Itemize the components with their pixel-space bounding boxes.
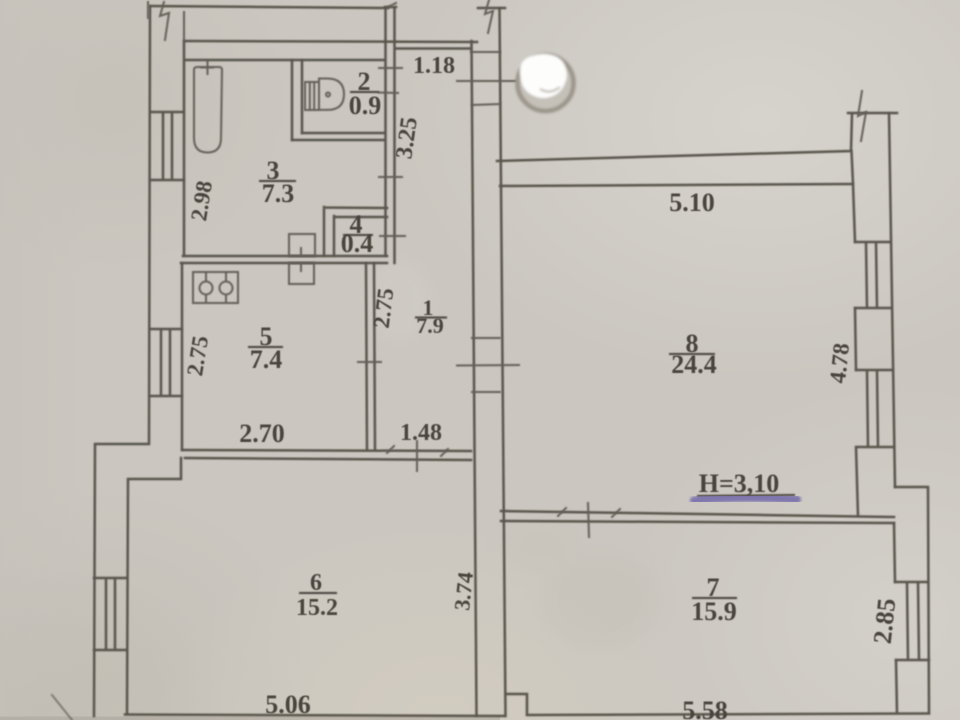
svg-text:7.4: 7.4 [250,345,283,374]
svg-text:1.18: 1.18 [413,53,455,79]
svg-text:8: 8 [686,329,699,358]
svg-text:5.06: 5.06 [265,690,311,719]
svg-text:0.9: 0.9 [349,91,382,120]
svg-text:3.74: 3.74 [449,571,478,612]
svg-text:7.3: 7.3 [262,179,295,208]
svg-text:2.85: 2.85 [868,597,902,645]
svg-text:5.10: 5.10 [669,188,715,217]
svg-text:7: 7 [707,573,720,602]
svg-text:H=3,10: H=3,10 [699,469,780,498]
svg-text:6: 6 [310,570,322,596]
svg-text:2.98: 2.98 [186,179,217,223]
svg-text:15.9: 15.9 [691,597,737,626]
svg-text:1: 1 [423,295,434,320]
svg-text:3: 3 [267,156,280,185]
svg-text:15.2: 15.2 [296,595,338,621]
svg-text:3.25: 3.25 [391,115,423,160]
svg-text:0.4: 0.4 [341,229,374,258]
svg-text:2.70: 2.70 [239,419,285,448]
svg-text:5.58: 5.58 [682,696,728,720]
svg-text:4: 4 [350,210,363,239]
svg-text:4.78: 4.78 [825,342,854,385]
svg-text:2.75: 2.75 [369,287,399,330]
svg-text:2: 2 [358,67,371,96]
svg-text:1.48: 1.48 [400,420,442,446]
svg-text:5: 5 [260,322,273,351]
svg-text:2.75: 2.75 [182,334,213,378]
